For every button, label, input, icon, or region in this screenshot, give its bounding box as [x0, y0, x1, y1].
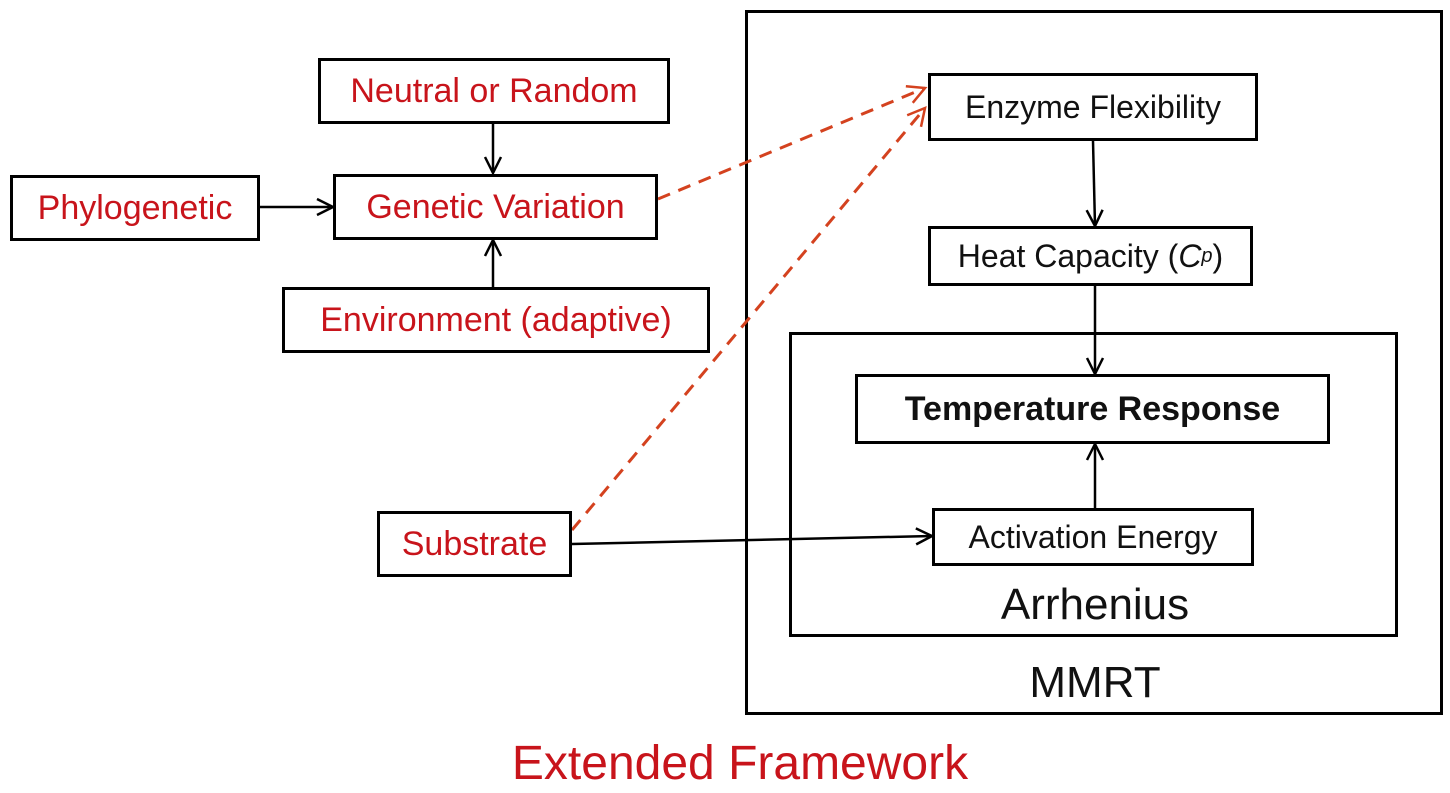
- arrow-enzyme-to-heat: [1085, 140, 1104, 229]
- arrhenius-label: Arrhenius: [1000, 580, 1190, 629]
- node-phylogenetic: Phylogenetic: [10, 175, 260, 241]
- heat-capacity-symbol: C: [1178, 237, 1202, 274]
- node-enzyme-flexibility: Enzyme Flexibility: [928, 73, 1258, 141]
- node-genetic-variation: Genetic Variation: [333, 174, 658, 240]
- mmrt-label: MMRT: [1029, 658, 1161, 707]
- arrhenius-frame: [789, 332, 1398, 637]
- node-neutral-or-random: Neutral or Random: [318, 58, 670, 124]
- node-environment-adaptive: Environment (adaptive): [282, 287, 710, 353]
- node-substrate: Substrate: [377, 511, 572, 577]
- dashed-arrow-genetic-to-enzyme: [657, 84, 928, 201]
- heat-capacity-subscript: p: [1201, 244, 1213, 267]
- heat-capacity-suffix: ): [1212, 237, 1224, 274]
- node-activation-energy: Activation Energy: [932, 508, 1254, 566]
- mmrt-frame: [745, 10, 1443, 715]
- heat-capacity-text: Heat Capacity (: [957, 237, 1179, 274]
- node-temperature-response: Temperature Response: [855, 374, 1330, 444]
- dashed-arrow-substrate-to-enzyme: [570, 105, 927, 531]
- arrow-substrate-to-activation: [571, 527, 935, 546]
- caption-extended-framework: Extended Framework: [511, 737, 969, 790]
